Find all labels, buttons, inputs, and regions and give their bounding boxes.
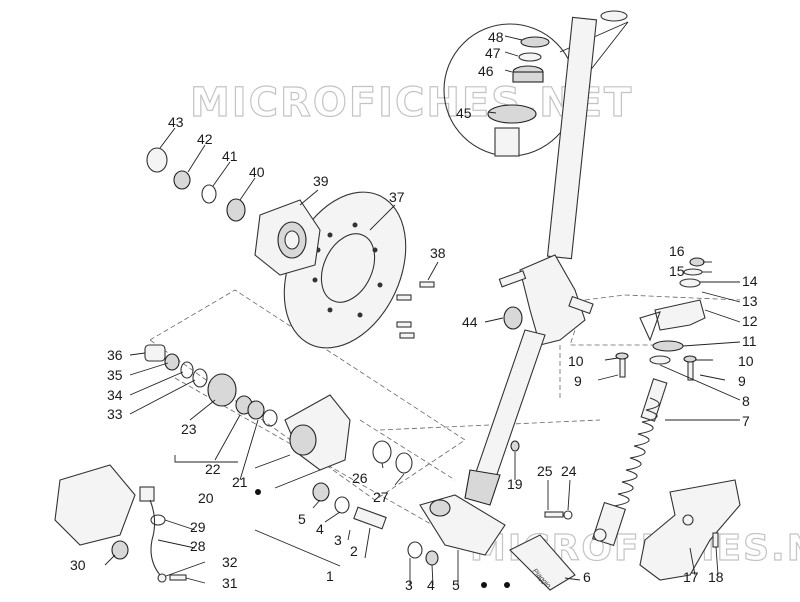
label-7: 7 (742, 413, 750, 429)
label-44: 44 (462, 314, 478, 330)
label-31: 31 (222, 575, 238, 591)
bearing-cup-45-shape (487, 104, 537, 124)
shock-top-mount (615, 257, 706, 381)
label-21: 21 (232, 474, 248, 490)
label-34: 34 (107, 387, 123, 403)
label-1: 1 (326, 568, 334, 584)
label-45: 45 (456, 105, 472, 121)
label-25: 25 (537, 463, 553, 479)
fork-crown-shape (519, 254, 586, 346)
label-10b: 10 (738, 353, 754, 369)
label-4b: 4 (427, 577, 435, 593)
label-32: 32 (222, 554, 238, 570)
label-27: 27 (373, 489, 389, 505)
label-30: 30 (70, 557, 86, 573)
label-13: 13 (742, 293, 758, 309)
label-20: 20 (198, 490, 214, 506)
label-17: 17 (683, 569, 699, 585)
label-8: 8 (742, 393, 750, 409)
label-12: 12 (742, 313, 758, 329)
watermark-top: MICROFICHES.NET (190, 80, 633, 126)
label-28: 28 (190, 538, 206, 554)
brake-caliper-shape (54, 464, 136, 546)
label-5a: 5 (298, 511, 306, 527)
label-47: 47 (485, 45, 501, 61)
label-29: 29 (190, 519, 206, 535)
steering-tube-shape (546, 16, 598, 260)
label-18: 18 (708, 569, 724, 585)
fork-assembly (464, 10, 628, 506)
label-37: 37 (389, 189, 405, 205)
label-33: 33 (107, 406, 123, 422)
part-labels: 48 47 46 45 43 42 41 40 39 37 38 44 36 3… (70, 29, 758, 593)
arm-cover-shape (509, 534, 576, 591)
disc-bolts (396, 281, 435, 339)
label-10a: 10 (568, 353, 584, 369)
washer-48-shape (520, 36, 550, 48)
label-5b: 5 (452, 577, 460, 593)
label-11: 11 (742, 333, 757, 349)
label-48: 48 (488, 29, 504, 45)
fork-leg-shape (474, 329, 546, 481)
label-6: 6 (583, 569, 591, 585)
shock-absorber (591, 378, 668, 547)
label-15: 15 (669, 263, 685, 279)
label-39: 39 (313, 173, 329, 189)
label-26: 26 (352, 470, 368, 486)
label-40: 40 (249, 164, 265, 180)
label-42: 42 (197, 131, 213, 147)
label-9a: 9 (574, 373, 582, 389)
label-2: 2 (350, 543, 358, 559)
label-35: 35 (107, 367, 123, 383)
label-3a: 3 (334, 532, 342, 548)
label-4a: 4 (316, 521, 324, 537)
label-22: 22 (205, 461, 221, 477)
label-43: 43 (168, 114, 184, 130)
label-9b: 9 (738, 373, 746, 389)
label-3b: 3 (405, 577, 413, 593)
label-41: 41 (222, 148, 238, 164)
label-19: 19 (507, 476, 523, 492)
shock-cover-shape (639, 479, 741, 581)
ring-47-shape (518, 52, 542, 62)
wheel-hub (254, 199, 321, 276)
leader-lines (104, 35, 741, 586)
label-14: 14 (742, 273, 758, 289)
label-38: 38 (430, 245, 446, 261)
label-23: 23 (181, 421, 197, 437)
label-16: 16 (669, 243, 685, 259)
label-24: 24 (561, 463, 577, 479)
label-46: 46 (478, 63, 494, 79)
label-36: 36 (107, 347, 123, 363)
